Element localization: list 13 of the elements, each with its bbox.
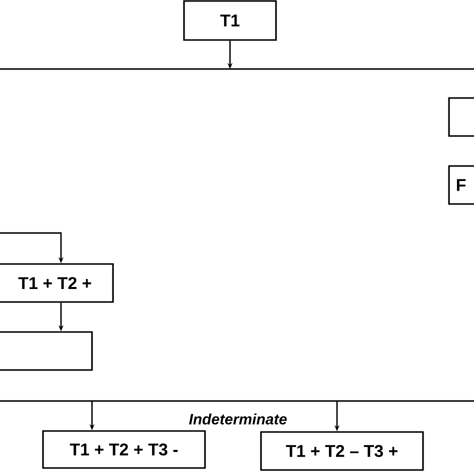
node-label: T1 + T2 – T3 +	[286, 444, 398, 458]
process-box	[0, 263, 114, 303]
node-label: T1 + T2 +	[18, 277, 92, 289]
process-box	[448, 97, 474, 137]
node-label: T1	[220, 14, 240, 26]
process-box	[260, 431, 424, 471]
process-box	[448, 165, 474, 205]
process-box	[0, 331, 93, 371]
process-box	[42, 430, 206, 469]
process-box	[183, 0, 277, 41]
node-label: T1 + T2 + T3 -	[70, 443, 178, 456]
branch-label: Indeterminate	[189, 414, 287, 425]
node-label: F	[456, 179, 466, 191]
